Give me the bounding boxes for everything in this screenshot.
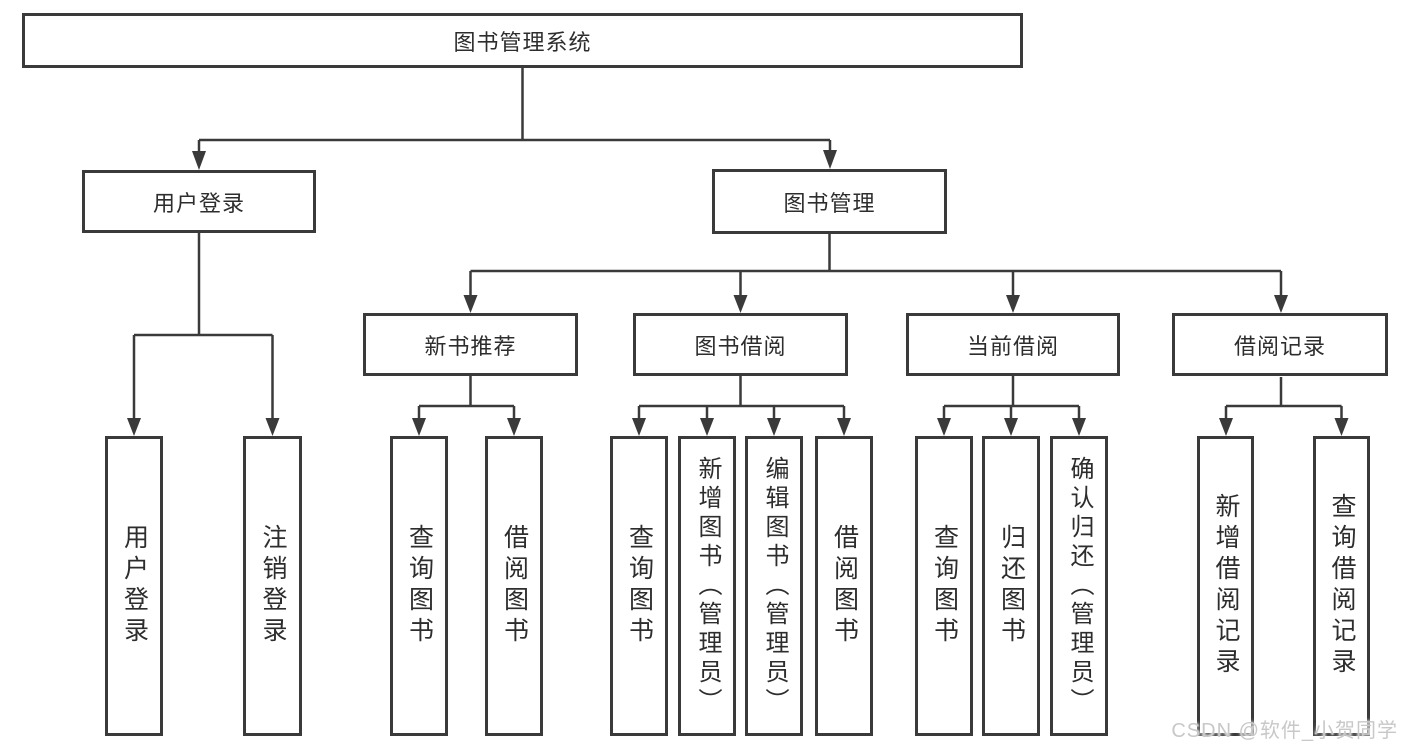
node-current-borrow: 当前借阅 bbox=[906, 313, 1120, 376]
leaf-label: 查询图书 bbox=[930, 524, 959, 648]
arrow-down-icon bbox=[1334, 418, 1349, 436]
arrow-down-icon bbox=[1004, 418, 1018, 436]
arrow-down-icon bbox=[700, 418, 714, 436]
arrow-down-icon bbox=[192, 151, 206, 170]
leaf-logout-login: 注销登录 bbox=[243, 436, 302, 736]
leaf-borrow-books: 借阅图书 bbox=[815, 436, 873, 736]
arrow-down-icon bbox=[265, 418, 280, 436]
leaf-borrow-books-recommend: 借阅图书 bbox=[485, 436, 543, 736]
leaf-label: 查询图书 bbox=[405, 524, 434, 648]
leaf-label: 借阅图书 bbox=[500, 524, 529, 648]
node-label: 新书推荐 bbox=[424, 333, 517, 359]
node-borrow-records: 借阅记录 bbox=[1172, 313, 1388, 376]
arrow-down-icon bbox=[823, 150, 837, 169]
node-new-book-recommend: 新书推荐 bbox=[363, 313, 578, 376]
arrow-down-icon bbox=[1072, 418, 1086, 436]
node-user-login: 用户登录 bbox=[82, 170, 316, 233]
csdn-watermark: CSDN @软件_小贺同学 bbox=[1171, 720, 1398, 742]
arrow-down-icon bbox=[127, 418, 141, 436]
arrow-down-icon bbox=[1006, 295, 1020, 313]
leaf-label: 新增图书（管理员） bbox=[694, 455, 721, 717]
connector-user-login-children bbox=[127, 233, 280, 436]
leaf-user-login: 用户登录 bbox=[105, 436, 163, 736]
connector-borrow-records-children bbox=[1219, 377, 1349, 436]
leaf-add-books-admin: 新增图书（管理员） bbox=[678, 436, 736, 736]
leaf-label: 编辑图书（管理员） bbox=[761, 455, 788, 717]
arrow-down-icon bbox=[837, 418, 851, 436]
connector-book-management-children bbox=[463, 234, 1288, 313]
leaf-add-borrow-record: 新增借阅记录 bbox=[1197, 436, 1254, 736]
node-book-borrow: 图书借阅 bbox=[633, 313, 848, 376]
leaf-label: 查询图书 bbox=[625, 524, 654, 648]
leaf-label: 用户登录 bbox=[120, 524, 149, 648]
arrow-down-icon bbox=[767, 418, 781, 436]
node-book-management: 图书管理 bbox=[712, 169, 947, 234]
node-label: 图书管理 bbox=[783, 190, 876, 216]
node-label: 图书借阅 bbox=[694, 333, 787, 359]
arrow-down-icon bbox=[1219, 418, 1233, 436]
connector-root-to-level2 bbox=[192, 68, 837, 170]
arrow-down-icon bbox=[733, 295, 748, 313]
leaf-query-books-current: 查询图书 bbox=[915, 436, 973, 736]
node-label: 借阅记录 bbox=[1233, 333, 1326, 359]
arrow-down-icon bbox=[937, 418, 951, 436]
node-library-system: 图书管理系统 bbox=[22, 13, 1023, 68]
arrow-down-icon bbox=[463, 295, 478, 313]
arrow-down-icon bbox=[412, 418, 426, 436]
node-label: 用户登录 bbox=[152, 190, 245, 216]
node-label: 图书管理系统 bbox=[453, 29, 592, 55]
leaf-query-books-recommend: 查询图书 bbox=[390, 436, 448, 736]
leaf-label: 新增借阅记录 bbox=[1212, 493, 1240, 679]
node-label: 当前借阅 bbox=[966, 333, 1059, 359]
leaf-label: 归还图书 bbox=[997, 524, 1026, 648]
connector-current-borrow-children bbox=[937, 376, 1086, 436]
leaf-label: 借阅图书 bbox=[830, 524, 859, 648]
arrow-down-icon bbox=[632, 418, 646, 436]
leaf-edit-books-admin: 编辑图书（管理员） bbox=[745, 436, 803, 736]
leaf-label: 查询借阅记录 bbox=[1328, 493, 1356, 679]
leaf-confirm-return-admin: 确认归还（管理员） bbox=[1050, 436, 1108, 736]
arrow-down-icon bbox=[1274, 295, 1288, 313]
leaf-return-books: 归还图书 bbox=[982, 436, 1040, 736]
connector-book-borrow-children bbox=[632, 376, 851, 436]
leaf-query-borrow-record: 查询借阅记录 bbox=[1313, 436, 1370, 736]
connector-new-book-children bbox=[412, 376, 521, 436]
arrow-down-icon bbox=[507, 418, 521, 436]
leaf-query-books-borrow: 查询图书 bbox=[610, 436, 668, 736]
leaf-label: 注销登录 bbox=[259, 524, 287, 648]
leaf-label: 确认归还（管理员） bbox=[1066, 455, 1093, 717]
